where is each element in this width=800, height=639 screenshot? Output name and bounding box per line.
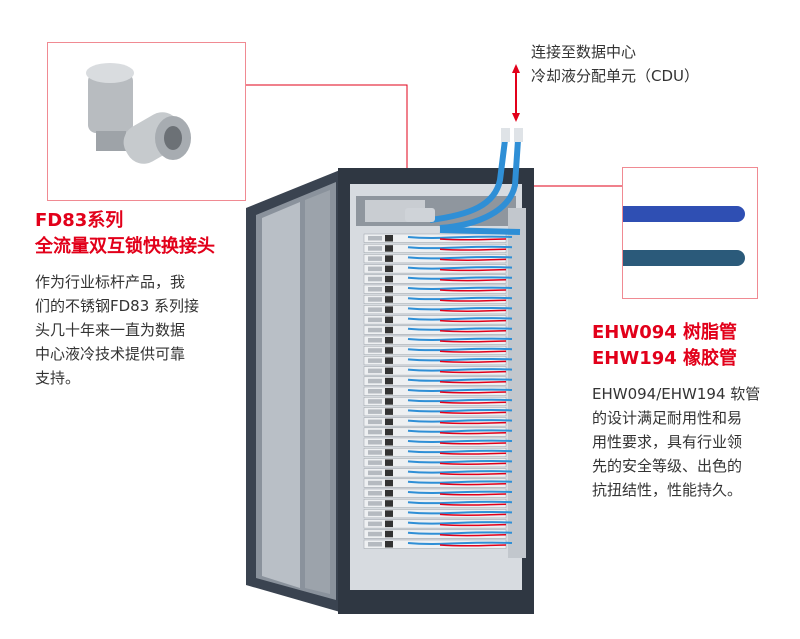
server-unit: [363, 305, 513, 315]
fd83-coupling: [405, 208, 435, 222]
server-unit: [363, 468, 513, 478]
server-unit: [363, 509, 513, 519]
fd83-section: FD83系列 全流量双互锁快换接头 作为行业标杆产品，我 们的不锈钢FD83 系…: [35, 208, 215, 390]
server-unit: [363, 488, 513, 498]
desc-line: 作为行业标杆产品，我: [35, 273, 186, 291]
ehw-section: EHW094 树脂管 EHW194 橡胶管 EHW094/EHW194 软管 的…: [592, 320, 760, 502]
server-unit: [363, 254, 513, 264]
server-unit: [363, 498, 513, 508]
server-unit: [363, 386, 513, 396]
resin-hose-icon: [623, 206, 745, 222]
server-unit: [363, 243, 513, 253]
desc-line: EHW094/EHW194 软管: [592, 385, 761, 403]
desc-line: 支持。: [35, 369, 81, 387]
server-unit: [363, 519, 513, 529]
hose-product-image: [622, 167, 758, 299]
server-unit: [363, 396, 513, 406]
server-unit: [363, 274, 513, 284]
server-unit: [363, 233, 513, 243]
server-unit: [363, 427, 513, 437]
server-unit: [363, 325, 513, 335]
server-unit: [363, 284, 513, 294]
ehw194-title: EHW194 橡胶管: [592, 348, 738, 369]
ehw094-title: EHW094 树脂管: [592, 322, 738, 343]
server-unit: [363, 529, 513, 539]
desc-line: 抗扭结性，性能持久。: [592, 481, 743, 499]
server-unit: [363, 417, 513, 427]
server-unit: [363, 356, 513, 366]
cdu-label: 连接至数据中心 冷却液分配单元（CDU）: [531, 40, 699, 88]
double-arrow-icon: [512, 64, 520, 122]
server-unit: [363, 335, 513, 345]
server-unit: [363, 447, 513, 457]
server-unit: [363, 478, 513, 488]
server-unit: [363, 458, 513, 468]
desc-line: 们的不锈钢FD83 系列接: [35, 297, 200, 315]
fd83-description: 作为行业标杆产品，我 们的不锈钢FD83 系列接 头几十年来一直为数据 中心液冷…: [35, 270, 215, 390]
desc-line: 用性要求，具有行业领: [592, 433, 743, 451]
ehw-description: EHW094/EHW194 软管 的设计满足耐用性和易 用性要求，具有行业领 先…: [592, 382, 760, 502]
server-unit: [363, 264, 513, 274]
server-unit: [363, 294, 513, 304]
server-unit: [363, 376, 513, 386]
server-unit: [363, 437, 513, 447]
server-unit: [363, 315, 513, 325]
server-unit: [363, 539, 513, 549]
server-unit: [363, 366, 513, 376]
quick-coupling-icon: [86, 63, 191, 164]
desc-line: 中心液冷技术提供可靠: [35, 345, 186, 363]
fd83-subtitle: 全流量双互锁快换接头: [35, 236, 215, 257]
rubber-hose-icon: [623, 250, 745, 266]
cdu-label-line1: 连接至数据中心: [531, 43, 637, 61]
fd83-title: FD83系列: [35, 210, 124, 231]
desc-line: 头几十年来一直为数据: [35, 321, 186, 339]
server-unit: [363, 345, 513, 355]
desc-line: 的设计满足耐用性和易: [592, 409, 743, 427]
cdu-label-line2: 冷却液分配单元（CDU）: [531, 67, 700, 85]
desc-line: 先的安全等级、出色的: [592, 457, 743, 475]
fd83-product-image: [47, 42, 246, 201]
manifold: [508, 208, 526, 558]
server-unit: [363, 407, 513, 417]
